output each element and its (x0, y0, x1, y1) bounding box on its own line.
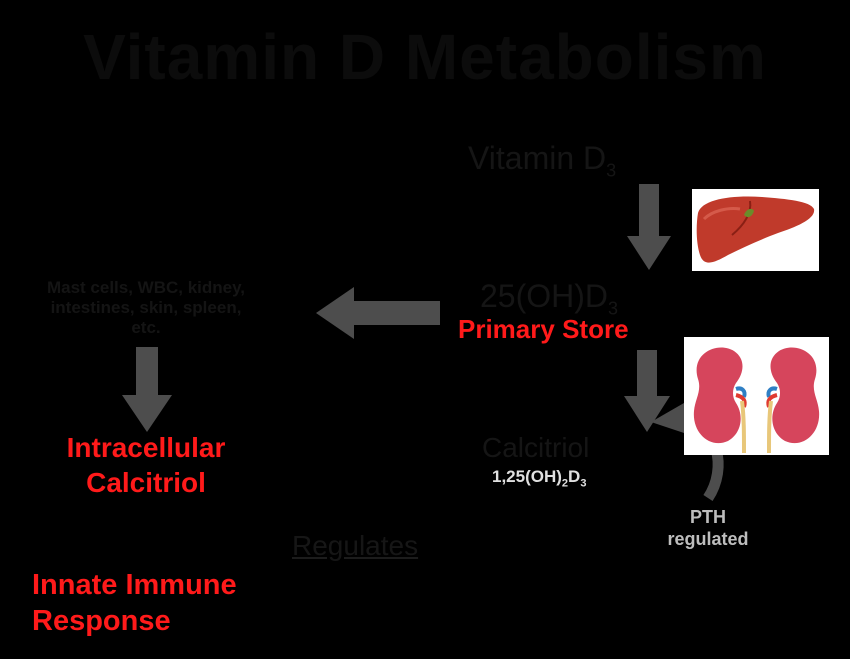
pth-line-2: regulated (667, 529, 749, 549)
intracellular-line-1: Intracellular (66, 432, 226, 463)
hydroxy-d3-label: 25(OH)D3 (480, 278, 618, 319)
kidneys-icon (693, 347, 820, 454)
innate-line-2: Response (32, 605, 171, 637)
vitamin-d3-text: Vitamin D (468, 140, 607, 176)
intracellular-calcitriol-label: Intracellular Calcitriol (20, 430, 272, 500)
arrow-down-vitd-to-hydroxy (627, 184, 671, 270)
intracellular-line-2: Calcitriol (86, 467, 206, 498)
calcitriol-label: Calcitriol (482, 432, 590, 463)
target-cells-label: Mast cells, WBC, kidney, intestines, ski… (20, 278, 272, 338)
formula-sub-1: 2 (561, 477, 569, 490)
target-cells-line-1: Mast cells, WBC, kidney, (46, 278, 246, 297)
formula-part-a: 1,25(OH) (492, 467, 562, 486)
vitamin-d3-subscript: 3 (606, 160, 617, 181)
arrow-left-hydroxy-to-cells (316, 287, 440, 339)
arrow-down-cells-to-intracellular (122, 347, 172, 432)
pth-arrow-head (651, 403, 684, 433)
calcitriol-formula: 1,25(OH)2D3 (492, 467, 586, 489)
regulates-label: Regulates (292, 530, 419, 561)
primary-store-label: Primary Store (458, 314, 629, 344)
formula-sub-2: 3 (580, 477, 587, 490)
kidney-image (684, 337, 829, 455)
pth-regulated-label: PTH regulated (648, 506, 768, 550)
target-cells-line-3: etc. (131, 318, 161, 337)
pth-line-1: PTH (690, 507, 726, 527)
liver-icon (696, 196, 815, 263)
innate-line-1: Innate Immune (32, 569, 237, 601)
vitamin-d3-label: Vitamin D3 (468, 140, 616, 181)
hydroxy-d3-text: 25(OH)D (480, 278, 609, 314)
liver-image (692, 189, 819, 271)
innate-immune-response-label: Innate Immune Response (32, 567, 332, 639)
target-cells-line-2: intestines, skin, spleen, (50, 298, 242, 317)
hydroxy-d3-subscript: 3 (608, 298, 619, 319)
formula-part-b: D (568, 467, 581, 486)
page-title: Vitamin D Metabolism (83, 21, 767, 93)
arrow-down-hydroxy-to-calcitriol (624, 350, 670, 432)
